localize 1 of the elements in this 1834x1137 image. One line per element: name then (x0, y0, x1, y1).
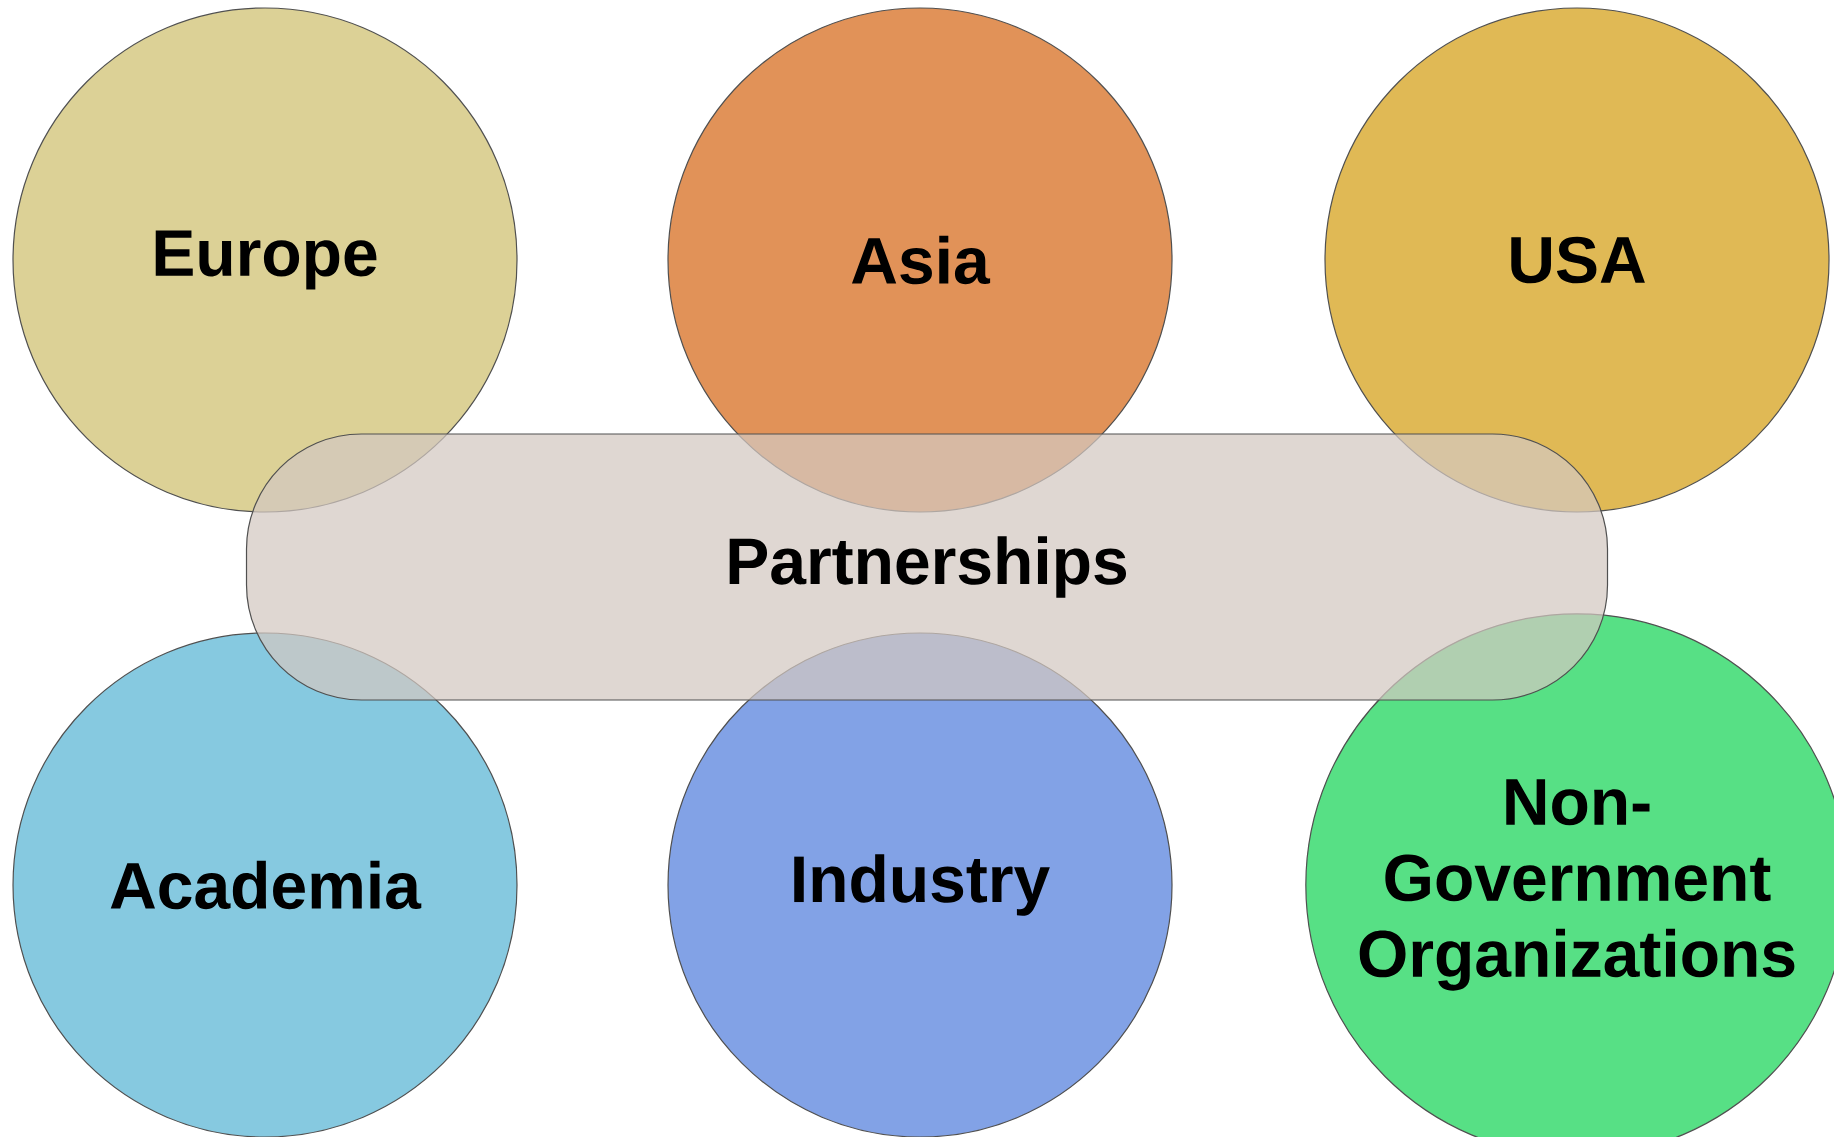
rounded-band: Partnerships (245, 433, 1609, 701)
